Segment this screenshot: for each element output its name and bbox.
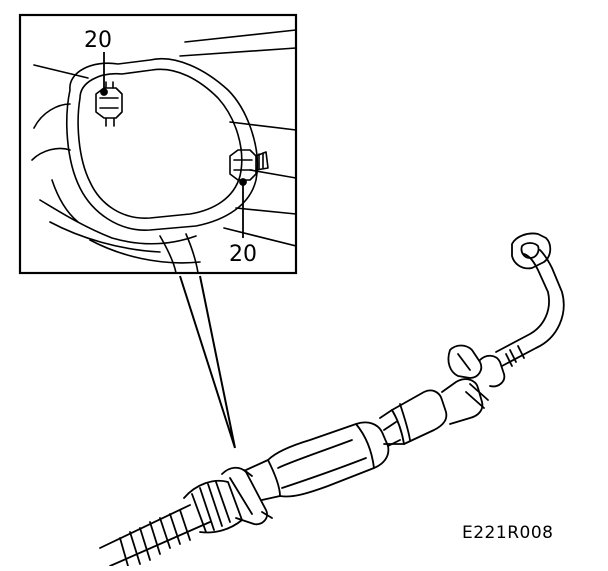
detail-pointer [179, 275, 236, 449]
callout-label-upper: 20 [84, 28, 112, 53]
callout-label-lower: 20 [229, 242, 257, 267]
nut-icon [95, 81, 123, 127]
callout-leaders [100, 52, 247, 238]
rear-flange [221, 466, 273, 526]
flex-pipe-section [379, 389, 448, 445]
catalytic-converter [245, 421, 401, 501]
nut-icon [229, 149, 269, 181]
reference-code: E221R008 [462, 523, 554, 543]
inset-flange [31, 58, 259, 273]
front-down-pipe [495, 249, 565, 367]
manifold-flange [511, 232, 552, 270]
rear-pipe-heat-shield [99, 479, 243, 567]
front-y-joint [441, 344, 506, 425]
